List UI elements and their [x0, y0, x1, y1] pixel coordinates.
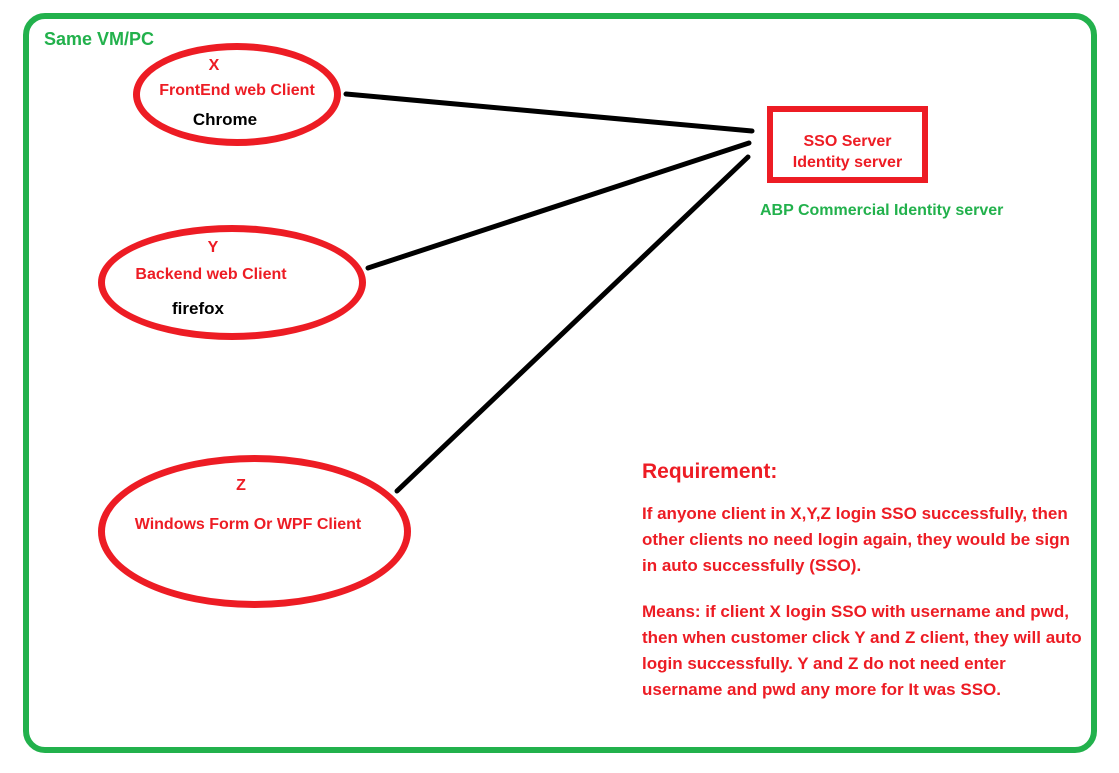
requirement-line: username and pwd any more for It was SSO… [642, 680, 1001, 699]
requirement-line: Means: if client X login SSO with userna… [642, 602, 1069, 621]
requirement-heading: Requirement: [642, 460, 778, 483]
requirement-line: login successfully. Y and Z do not need … [642, 654, 1006, 673]
vm-group-label: Same VM/PC [44, 29, 155, 49]
client-y-app: firefox [172, 299, 224, 318]
client-y-name: Y [207, 239, 219, 256]
requirement-line: If anyone client in X,Y,Z login SSO succ… [642, 504, 1068, 523]
client-node-z-ellipse [98, 455, 411, 608]
sso-server-box: SSO Server Identity server [767, 106, 928, 183]
client-z-name: Z [236, 477, 246, 494]
client-node-y-ellipse [98, 225, 366, 340]
connector-z-to-sso [394, 154, 751, 494]
client-x-name: X [208, 57, 220, 74]
requirement-line: then when customer click Y and Z client,… [642, 628, 1082, 647]
requirement-paragraph-1: If anyone client in X,Y,Z login SSO succ… [642, 501, 1102, 579]
client-x-type: FrontEnd web Client [159, 82, 315, 99]
client-z-type: Windows Form Or WPF Client [134, 516, 362, 533]
requirement-line: in auto successfully (SSO). [642, 556, 862, 575]
requirement-block: Requirement: If anyone client in X,Y,Z l… [642, 460, 1102, 723]
client-node-x-ellipse [133, 43, 341, 146]
sso-server-subtitle: Identity server [792, 153, 903, 171]
client-x-app: Chrome [192, 110, 258, 129]
sso-server-title: SSO Server [803, 132, 892, 150]
client-y-type: Backend web Client [135, 266, 287, 283]
sso-server-caption: ABP Commercial Identity server [760, 202, 1004, 219]
requirement-line: other clients no need login again, they … [642, 530, 1070, 549]
requirement-paragraph-2: Means: if client X login SSO with userna… [642, 599, 1102, 703]
vm-boundary-frame [23, 13, 1097, 753]
connector-x-to-sso [343, 91, 755, 134]
connector-y-to-sso [365, 140, 752, 271]
